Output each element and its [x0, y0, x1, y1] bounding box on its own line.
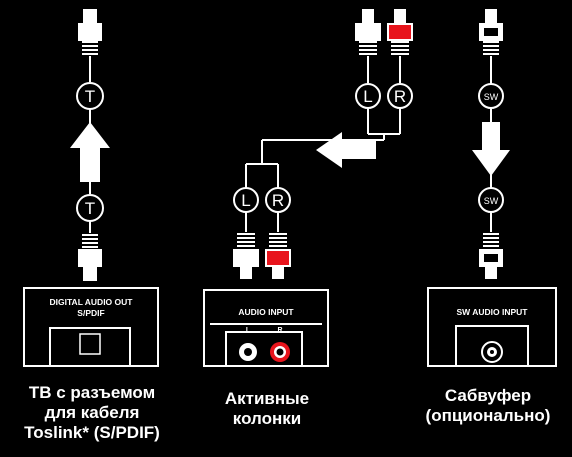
tv-caption: ТВ с разъемом для кабеля Toslink* (S/PDI… — [24, 383, 160, 442]
sw-jack-icon — [481, 341, 503, 363]
subwoofer-bottom-marker: SW — [484, 196, 499, 206]
subwoofer-top-marker: SW — [484, 92, 499, 102]
tv-panel-label-2: S/PDIF — [77, 308, 104, 318]
speakers-panel-right-label: R — [277, 327, 282, 334]
speakers-panel-label: AUDIO INPUT — [238, 307, 294, 317]
subwoofer-panel — [427, 287, 557, 367]
speakers-top-right-marker: R — [394, 87, 406, 106]
speakers-panel — [203, 289, 329, 367]
speakers-bottom-left-marker: L — [241, 191, 250, 210]
subwoofer-panel-label: SW AUDIO INPUT — [457, 307, 529, 317]
speakers-panel-left-label: L — [246, 327, 251, 334]
speakers-top-left-marker: L — [363, 87, 372, 106]
optical-port-icon — [79, 333, 101, 355]
tv-toslink-cable — [76, 9, 104, 281]
speakers-top-plugs — [233, 9, 413, 279]
tv-top-marker: T — [85, 87, 95, 106]
tv-panel — [23, 287, 159, 367]
subwoofer-caption: Сабвуфер (опционально) — [425, 386, 551, 425]
rca-jack-left-icon — [239, 343, 257, 361]
speakers-caption: Активные колонки — [224, 389, 310, 428]
tv-bottom-marker: T — [85, 199, 95, 218]
rca-jack-right-icon — [270, 342, 290, 362]
subwoofer-arrow-down-icon — [472, 122, 510, 176]
tv-arrow-up-icon — [70, 122, 110, 182]
tv-panel-label-1: DIGITAL AUDIO OUT — [50, 297, 134, 307]
speakers-bottom-right-marker: R — [272, 191, 284, 210]
speakers-arrow-left-icon — [316, 132, 376, 168]
